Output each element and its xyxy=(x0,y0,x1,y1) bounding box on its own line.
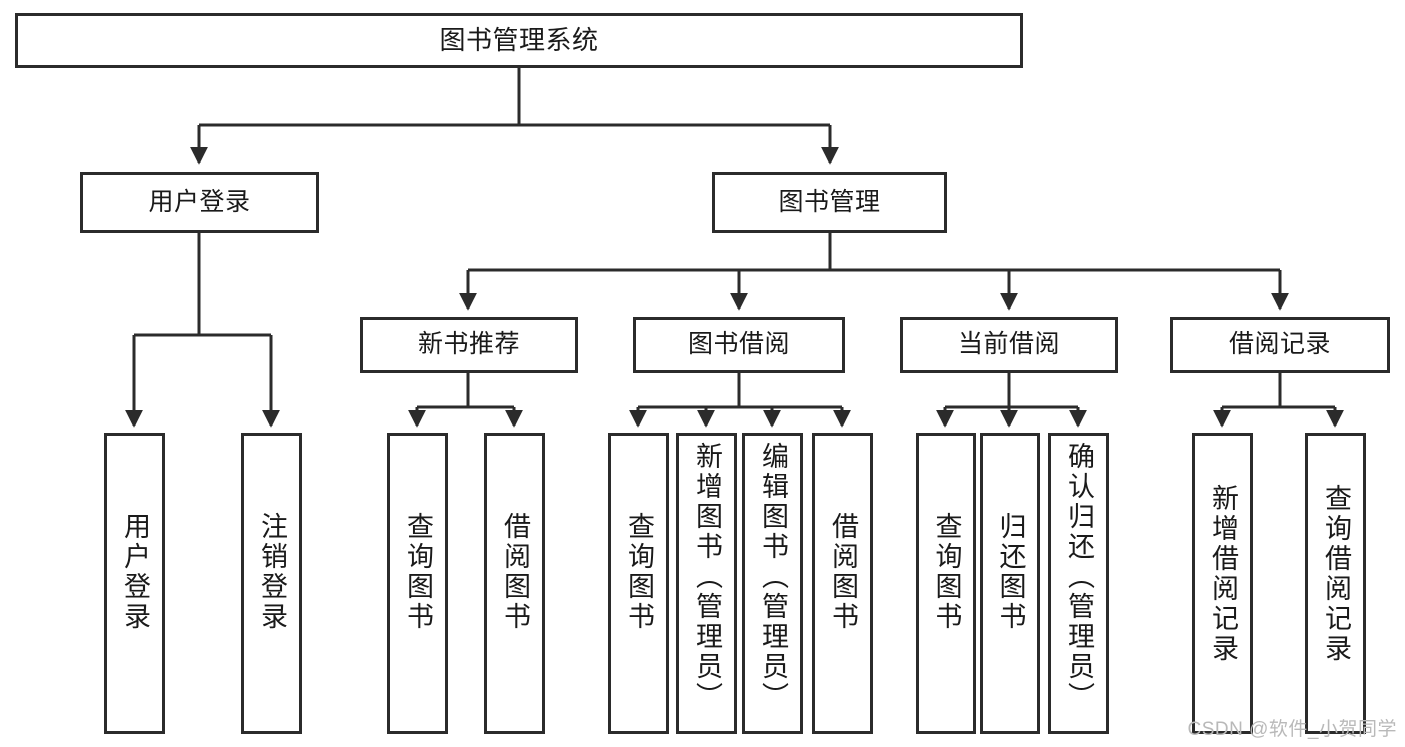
node-label: 新增借阅记录 xyxy=(1208,484,1238,664)
node-borrow-record[interactable]: 借阅记录 xyxy=(1170,317,1390,373)
node-label: 借阅图书 xyxy=(500,512,530,632)
leaf-add-book-admin[interactable]: 新增图书（管理员） xyxy=(676,433,737,734)
node-label: 图书管理 xyxy=(778,187,881,216)
leaf-user-login[interactable]: 用户登录 xyxy=(104,433,165,734)
node-label: 查询图书 xyxy=(403,512,433,632)
node-label: 查询图书 xyxy=(931,512,962,632)
node-label: 新书推荐 xyxy=(417,330,520,359)
node-user-login[interactable]: 用户登录 xyxy=(80,172,319,233)
node-label: 编辑图书（管理员） xyxy=(758,442,788,712)
node-book-borrow[interactable]: 图书借阅 xyxy=(633,317,845,373)
node-label: 当前借阅 xyxy=(957,330,1060,359)
leaf-confirm-return-admin[interactable]: 确认归还（管理员） xyxy=(1048,433,1109,734)
leaf-borrow-book-rec[interactable]: 借阅图书 xyxy=(484,433,545,734)
node-label: 借阅记录 xyxy=(1228,330,1331,359)
leaf-borrow-book[interactable]: 借阅图书 xyxy=(812,433,873,734)
node-new-book-recommend[interactable]: 新书推荐 xyxy=(360,317,578,373)
node-label: 图书借阅 xyxy=(687,330,790,359)
leaf-query-book-borrow[interactable]: 查询图书 xyxy=(608,433,669,734)
node-root-system[interactable]: 图书管理系统 xyxy=(15,13,1023,68)
leaf-query-book-current[interactable]: 查询图书 xyxy=(916,433,976,734)
node-book-management[interactable]: 图书管理 xyxy=(712,172,947,233)
node-label: 注销登录 xyxy=(257,512,287,632)
node-label: 借阅图书 xyxy=(828,512,858,632)
watermark-credit: CSDN @软件_小贺同学 xyxy=(1187,719,1397,740)
node-label: 用户登录 xyxy=(120,512,150,632)
leaf-add-borrow-record[interactable]: 新增借阅记录 xyxy=(1192,433,1253,734)
leaf-query-borrow-record[interactable]: 查询借阅记录 xyxy=(1305,433,1366,734)
leaf-logout[interactable]: 注销登录 xyxy=(241,433,302,734)
node-label: 确认归还（管理员） xyxy=(1064,442,1094,712)
node-label: 新增图书（管理员） xyxy=(692,442,722,712)
node-label: 用户登录 xyxy=(148,187,251,216)
node-label: 查询图书 xyxy=(624,512,654,632)
node-label: 归还图书 xyxy=(995,512,1026,632)
leaf-return-book[interactable]: 归还图书 xyxy=(980,433,1040,734)
node-label: 图书管理系统 xyxy=(439,25,599,56)
leaf-edit-book-admin[interactable]: 编辑图书（管理员） xyxy=(742,433,803,734)
node-current-borrow[interactable]: 当前借阅 xyxy=(900,317,1118,373)
node-label: 查询借阅记录 xyxy=(1321,484,1351,664)
leaf-query-book-rec[interactable]: 查询图书 xyxy=(387,433,448,734)
